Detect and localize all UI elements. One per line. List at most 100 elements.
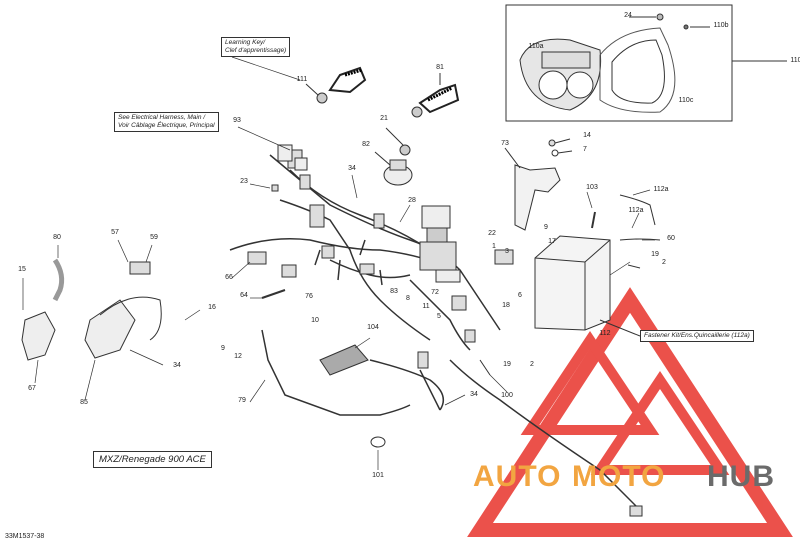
- callout-59: 59: [150, 234, 158, 241]
- ground-strap-79: [261, 329, 411, 416]
- callout-17: 17: [548, 238, 556, 245]
- callout-34-a: 34: [348, 165, 356, 172]
- callout-23: 23: [240, 178, 248, 185]
- callout-83: 83: [390, 288, 398, 295]
- note-main-harness-line1: See Electrical Harness, Main /: [118, 114, 206, 121]
- callout-22: 22: [488, 230, 496, 237]
- callout-12: 12: [234, 353, 242, 360]
- screw-14: [548, 138, 571, 147]
- callout-9-b: 9: [221, 345, 225, 352]
- callout-60: 60: [667, 235, 675, 242]
- bolt-64: [261, 289, 286, 299]
- fuse-relay-box-28: [419, 205, 461, 283]
- part-24-small: [271, 184, 279, 192]
- part-24: [656, 13, 664, 21]
- callout-111: 111: [296, 76, 308, 83]
- bracket-67: [21, 311, 56, 361]
- callout-2-a: 2: [662, 259, 666, 266]
- callout-57: 57: [111, 229, 119, 236]
- callout-72: 72: [431, 289, 439, 296]
- hose-80: [52, 258, 65, 302]
- watermark-hub: HUB: [707, 460, 775, 493]
- watermark-auto: AUTO: [473, 460, 562, 493]
- callout-100: 100: [501, 392, 513, 399]
- grommet-101: [370, 436, 386, 448]
- callout-85: 85: [80, 399, 88, 406]
- battery-112: [534, 235, 641, 337]
- callout-112a-top: 112a: [653, 186, 669, 193]
- callout-1: 1: [492, 243, 496, 250]
- instrument-cluster-bezel-110c: [599, 27, 676, 113]
- watermark-moto: MOTO: [572, 460, 666, 493]
- callout-112: 112: [599, 330, 611, 337]
- watermark-logo: [467, 287, 793, 537]
- sensor-104: [319, 344, 369, 376]
- callout-19-a: 19: [651, 251, 659, 258]
- callout-73: 73: [501, 140, 509, 147]
- callout-6: 6: [518, 292, 522, 299]
- instrument-cluster-110a: [519, 38, 602, 111]
- cluster-inset-frame: [505, 4, 733, 122]
- callout-110: 110: [790, 57, 800, 64]
- callout-3: 3: [505, 248, 509, 255]
- callout-34-b: 34: [173, 362, 181, 369]
- callout-64: 64: [240, 292, 248, 299]
- callout-82: 82: [362, 141, 370, 148]
- note-main-harness: See Electrical Harness, Main / Voir Câbl…: [114, 112, 219, 132]
- callout-34-c: 34: [470, 391, 478, 398]
- callout-67: 67: [28, 385, 36, 392]
- battery-cables: [591, 194, 661, 269]
- callout-104: 104: [367, 324, 379, 331]
- diagram-reference: 33M1537-38: [5, 533, 45, 540]
- connector-76: [281, 264, 297, 278]
- callout-28: 28: [408, 197, 416, 204]
- callout-14: 14: [583, 132, 591, 139]
- note-main-harness-line2: Voir Câblage Électrique, Principal: [118, 122, 215, 129]
- callout-2-b: 2: [530, 361, 534, 368]
- callout-8: 8: [406, 295, 410, 302]
- part-21: [399, 144, 411, 156]
- callout-11: 11: [422, 303, 430, 310]
- callout-18: 18: [502, 302, 510, 309]
- learning-key-111: [305, 66, 367, 104]
- callout-21: 21: [380, 115, 388, 122]
- callout-103: 103: [586, 184, 598, 191]
- callout-10: 10: [311, 317, 319, 324]
- relay-82: [374, 151, 413, 186]
- callout-110a: 110a: [528, 43, 544, 50]
- callout-5: 5: [437, 313, 441, 320]
- callout-101: 101: [372, 472, 384, 479]
- callout-24: 24: [624, 12, 632, 19]
- callout-79: 79: [238, 397, 246, 404]
- callout-110b: 110b: [713, 22, 729, 29]
- bracket-73: [504, 147, 561, 231]
- model-label: MXZ/Renegade 900 ACE: [93, 451, 212, 468]
- callout-66: 66: [225, 274, 233, 281]
- callout-7: 7: [583, 146, 587, 153]
- note-learning-key-line1: Learning Key/: [225, 39, 266, 46]
- callout-76: 76: [305, 293, 313, 300]
- callout-9: 9: [544, 224, 548, 231]
- callout-80: 80: [53, 234, 61, 241]
- note-fastener-kit-line: Fastener Kit/Ens.Quincaillerie (112a): [644, 332, 750, 339]
- callout-112a-mid: 112a: [628, 207, 644, 214]
- note-learning-key-line2: Clef d'apprentissage): [225, 47, 287, 54]
- connector-66: [247, 251, 267, 265]
- leader-lines: [22, 56, 655, 470]
- key-lanyard-81: [411, 73, 460, 118]
- callout-15: 15: [18, 266, 26, 273]
- callout-16: 16: [208, 304, 216, 311]
- part-22-actuator: [494, 249, 514, 265]
- part-110b: [683, 24, 689, 30]
- callout-93: 93: [233, 117, 241, 124]
- note-fastener-kit: Fastener Kit/Ens.Quincaillerie (112a): [640, 330, 754, 342]
- callout-81: 81: [436, 64, 444, 71]
- sensor-100: [479, 359, 491, 376]
- part-57-59: [129, 261, 151, 275]
- note-learning-key: Learning Key/ Clef d'apprentissage): [221, 37, 291, 57]
- callout-19-b: 19: [503, 361, 511, 368]
- callout-110c: 110c: [678, 97, 694, 104]
- switch-85: [84, 296, 162, 359]
